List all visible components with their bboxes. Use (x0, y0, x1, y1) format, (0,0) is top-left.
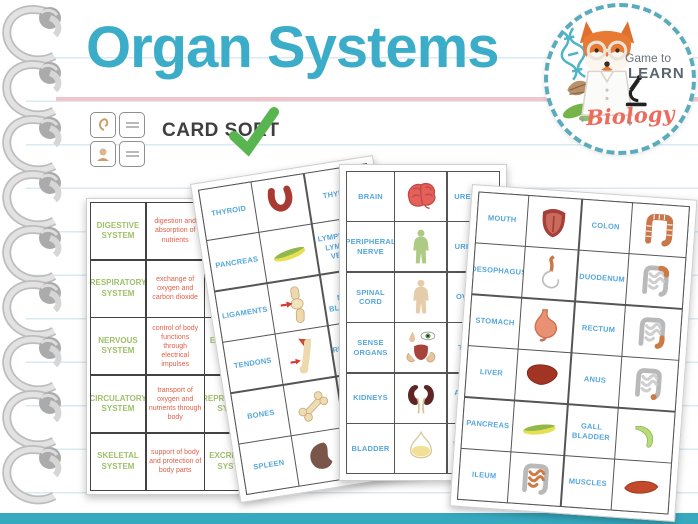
card-sort-pictogram (90, 112, 145, 167)
card-label: SKELETAL SYSTEM (91, 433, 145, 490)
thyroid-icon (251, 174, 312, 232)
card-label: SPLEEN (239, 436, 299, 494)
card-label: SENSE ORGANS (347, 323, 394, 373)
card-label: TENDONS (223, 334, 283, 393)
muscle-icon (611, 459, 672, 514)
card-label: PANCREAS (461, 397, 514, 451)
fox-scientist-icon (560, 21, 647, 126)
card-label: RESPIRATORY SYSTEM (91, 260, 145, 317)
card-label: STOMACH (468, 295, 522, 349)
spleen-icon (292, 427, 352, 486)
card-label: exchange of oxygen and carbon dioxide (146, 260, 204, 317)
card-label: COLON (579, 199, 632, 254)
kidneys-icon (395, 373, 447, 423)
card-label: control of body functions through electr… (146, 318, 204, 375)
card-label: BLADDER (347, 423, 394, 473)
card-label: GALL BLADDER (565, 404, 618, 459)
card-label: THYROID (199, 182, 259, 241)
card-label: CIRCULATORY SYSTEM (91, 376, 145, 433)
lab-coat (581, 70, 633, 116)
card-label: KIDNEYS (347, 373, 394, 423)
card-label: PERIPHERAL NERVE (347, 222, 394, 272)
sense-organs-icon (395, 323, 447, 373)
colon-icon (629, 203, 690, 258)
oesophagus-icon (522, 247, 578, 301)
card-label: LIGAMENTS (215, 284, 275, 342)
card-label: ILEUM (458, 448, 511, 503)
card-label: SPINAL CORD (347, 272, 394, 322)
intestine-rectum-icon (622, 305, 682, 360)
card-sheet-organs-a: THYROIDTHYMUSPANCREASLYMPH NODES LYMPHAT… (190, 155, 424, 503)
glasses-icon (586, 40, 628, 61)
card-label: transport of oxygen and nutrients throug… (146, 376, 204, 433)
body-tan-icon (395, 272, 447, 322)
liver-icon (515, 349, 571, 404)
microscope-icon (625, 75, 647, 107)
mini-card-picture (90, 141, 116, 167)
card-label: support of body and protection of body p… (146, 433, 204, 490)
card-sheet-organs-c: MOUTH COLON OESOPHAGUS DUODENUM STOMACH RECTU… (449, 184, 698, 522)
fox-head (579, 21, 635, 72)
stomach-icon (519, 298, 575, 353)
checkmark-icon (229, 107, 279, 157)
logo-tagline-top: Game to (625, 51, 672, 65)
knee-joint-icon (267, 275, 328, 334)
bladder-icon (395, 423, 447, 473)
logo-tagline-mid: LEARN (628, 65, 685, 82)
card-label: DIGESTIVE SYSTEM (91, 203, 145, 259)
card-label: RECTUM (572, 302, 625, 356)
card-label: BONES (231, 385, 291, 444)
gallbladder-icon (615, 408, 675, 463)
brand-logo: Game to LEARN Biology (544, 3, 696, 155)
card-label: BRAIN (347, 172, 394, 221)
spiral-binding-icon (0, 0, 80, 524)
card-label: MOUTH (475, 192, 529, 246)
card-label: PANCREAS (207, 233, 267, 291)
bone-icon (284, 377, 344, 435)
card-label: ANUS (568, 353, 622, 407)
card-label: MUSCLES (561, 456, 614, 510)
intestine-ileum-icon (508, 452, 564, 506)
mini-card-picture (90, 112, 116, 138)
pancreas-icon (259, 224, 320, 283)
brain-icon (395, 172, 447, 221)
mini-card-text (119, 112, 145, 138)
logo-brand-name: Biology (585, 100, 676, 131)
pancreas-icon (511, 401, 568, 455)
tongue-icon (526, 196, 582, 250)
body-green-icon (395, 222, 447, 272)
mini-card-text (119, 141, 145, 167)
card-label: OESOPHAGUS (472, 243, 525, 298)
card-label: DUODENUM (575, 251, 629, 305)
intestine-anus-icon (618, 357, 679, 411)
page-title: Organ Systems (86, 15, 500, 80)
tendon-icon (276, 326, 336, 384)
card-sort-label: CARD SORT (162, 120, 280, 141)
card-label: LIVER (465, 346, 518, 400)
card-label: NERVOUS SYSTEM (91, 318, 145, 375)
notebook-pink-rule (56, 97, 698, 101)
intestine-duodenum-icon (626, 254, 686, 309)
footer-teal-bar (0, 513, 698, 524)
